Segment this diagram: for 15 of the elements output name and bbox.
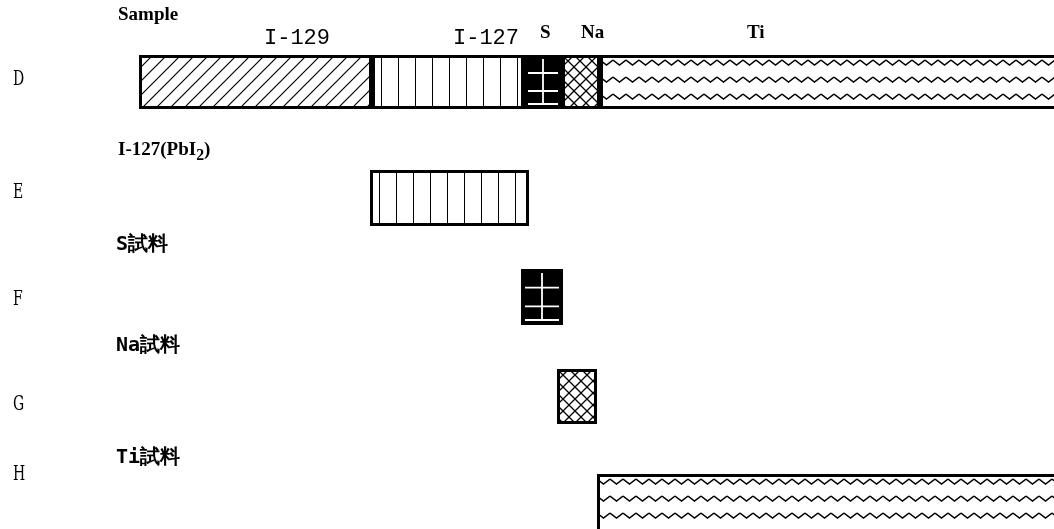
segment-label: S: [540, 22, 551, 41]
row-letter: F: [13, 288, 23, 308]
row-label: Ti試料: [116, 446, 181, 466]
segment-label: Na: [581, 22, 605, 41]
row-letter: E: [13, 181, 24, 201]
row-letter: H: [13, 463, 26, 483]
segment-label: Ti: [747, 22, 765, 41]
segment-label: I-127: [453, 28, 519, 50]
row-label: S試料: [116, 233, 169, 253]
row-letter: G: [13, 393, 25, 413]
row-label: I-127(PbI$_{2}$): [118, 139, 211, 163]
row-letter: D: [13, 68, 25, 88]
row-label: Sample: [118, 4, 179, 23]
segment-label: I-129: [264, 28, 330, 50]
row-label: Na試料: [116, 334, 181, 354]
